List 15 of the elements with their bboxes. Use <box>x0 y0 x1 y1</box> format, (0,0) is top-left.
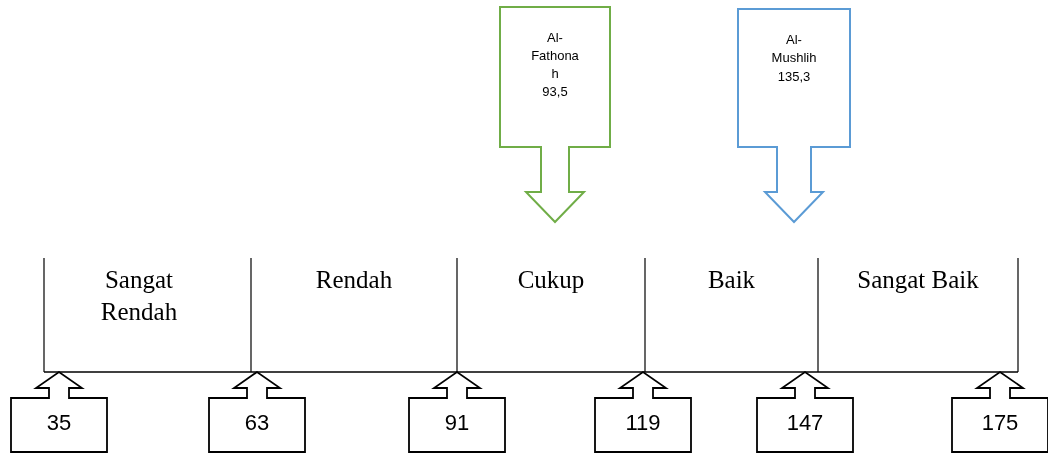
group-name: Al-Fathonah <box>530 29 580 83</box>
score-value: 135,3 <box>776 68 812 86</box>
category-label: Sangat Baik <box>856 265 980 295</box>
category-label: Cukup <box>516 265 586 295</box>
scale-value: 63 <box>243 410 271 436</box>
scale-value: 91 <box>443 410 471 436</box>
scale-value: 119 <box>624 410 662 436</box>
scale-value: 35 <box>45 410 73 436</box>
category-label: Rendah <box>314 265 394 295</box>
scale-value: 175 <box>980 410 1020 436</box>
category-label: Sangat Rendah <box>99 265 179 327</box>
category-label: Baik <box>706 265 757 295</box>
scale-value: 147 <box>785 410 825 436</box>
score-value: 93,5 <box>541 83 569 101</box>
group-name: Al-Mushlih <box>770 31 818 67</box>
